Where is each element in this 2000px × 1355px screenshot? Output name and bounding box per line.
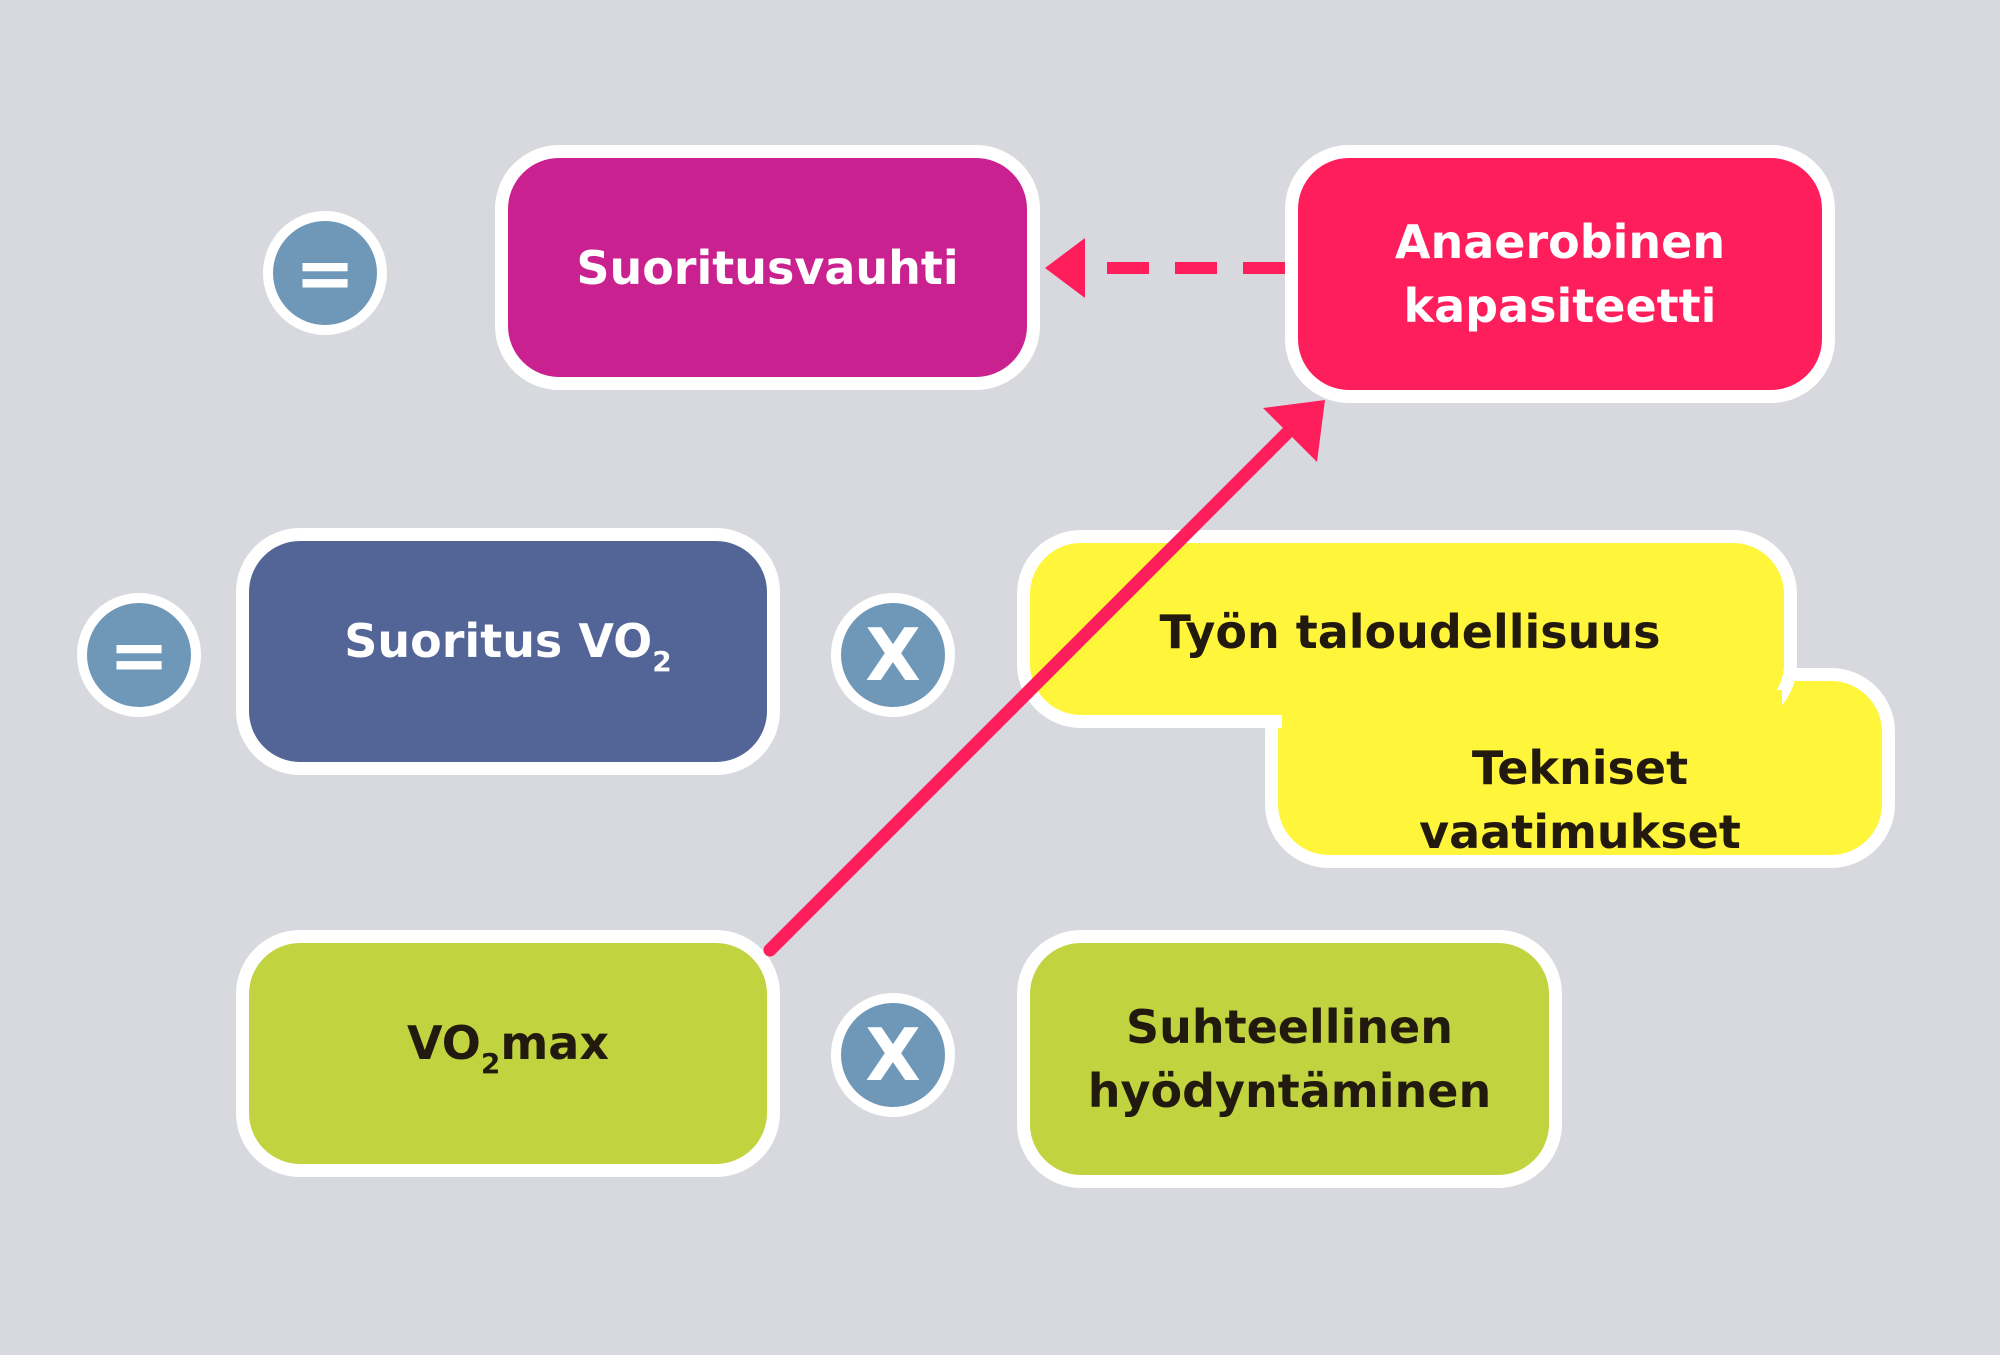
tyon-taloudellisuus-label: Työn taloudellisuus: [1159, 605, 1661, 659]
diagonal-arrow-head: [1263, 400, 1325, 462]
suoritusvauhti-box: Suoritusvauhti: [495, 145, 1040, 390]
times-operator-bottom: X: [831, 993, 955, 1117]
times-operator-middle: X: [831, 593, 955, 717]
anaerobinen-kapasiteetti-box: Anaerobinen kapasiteetti: [1285, 145, 1835, 403]
equals-operator-top: =: [263, 211, 387, 335]
suoritusvauhti-label: Suoritusvauhti: [576, 240, 959, 295]
diagonal-arrow-line: [763, 423, 1297, 957]
suhteellinen-label-line2: hyödyntäminen: [1087, 1064, 1492, 1118]
anaerobinen-label-line2: kapasiteetti: [1403, 279, 1717, 333]
equals-operator-middle: =: [77, 593, 201, 717]
suoritus-vo2-label: Suoritus VO2: [344, 614, 672, 678]
anaerobinen-label-line1: Anaerobinen: [1394, 215, 1726, 269]
yellow-merge-patch: [1282, 690, 1782, 740]
vo2max-label: VO2max: [406, 1016, 610, 1080]
suhteellinen-hyodyntaminen-box: Suhteellinen hyödyntäminen: [1017, 930, 1562, 1188]
suhteellinen-label-line1: Suhteellinen: [1125, 1000, 1453, 1054]
dashed-arrow-head: [1045, 238, 1085, 298]
tekniset-vaatimukset-label: Tekniset vaatimukset: [1419, 741, 1741, 859]
suoritus-vo2-box: Suoritus VO2: [236, 528, 780, 775]
vo2max-box: VO2max: [236, 930, 780, 1177]
